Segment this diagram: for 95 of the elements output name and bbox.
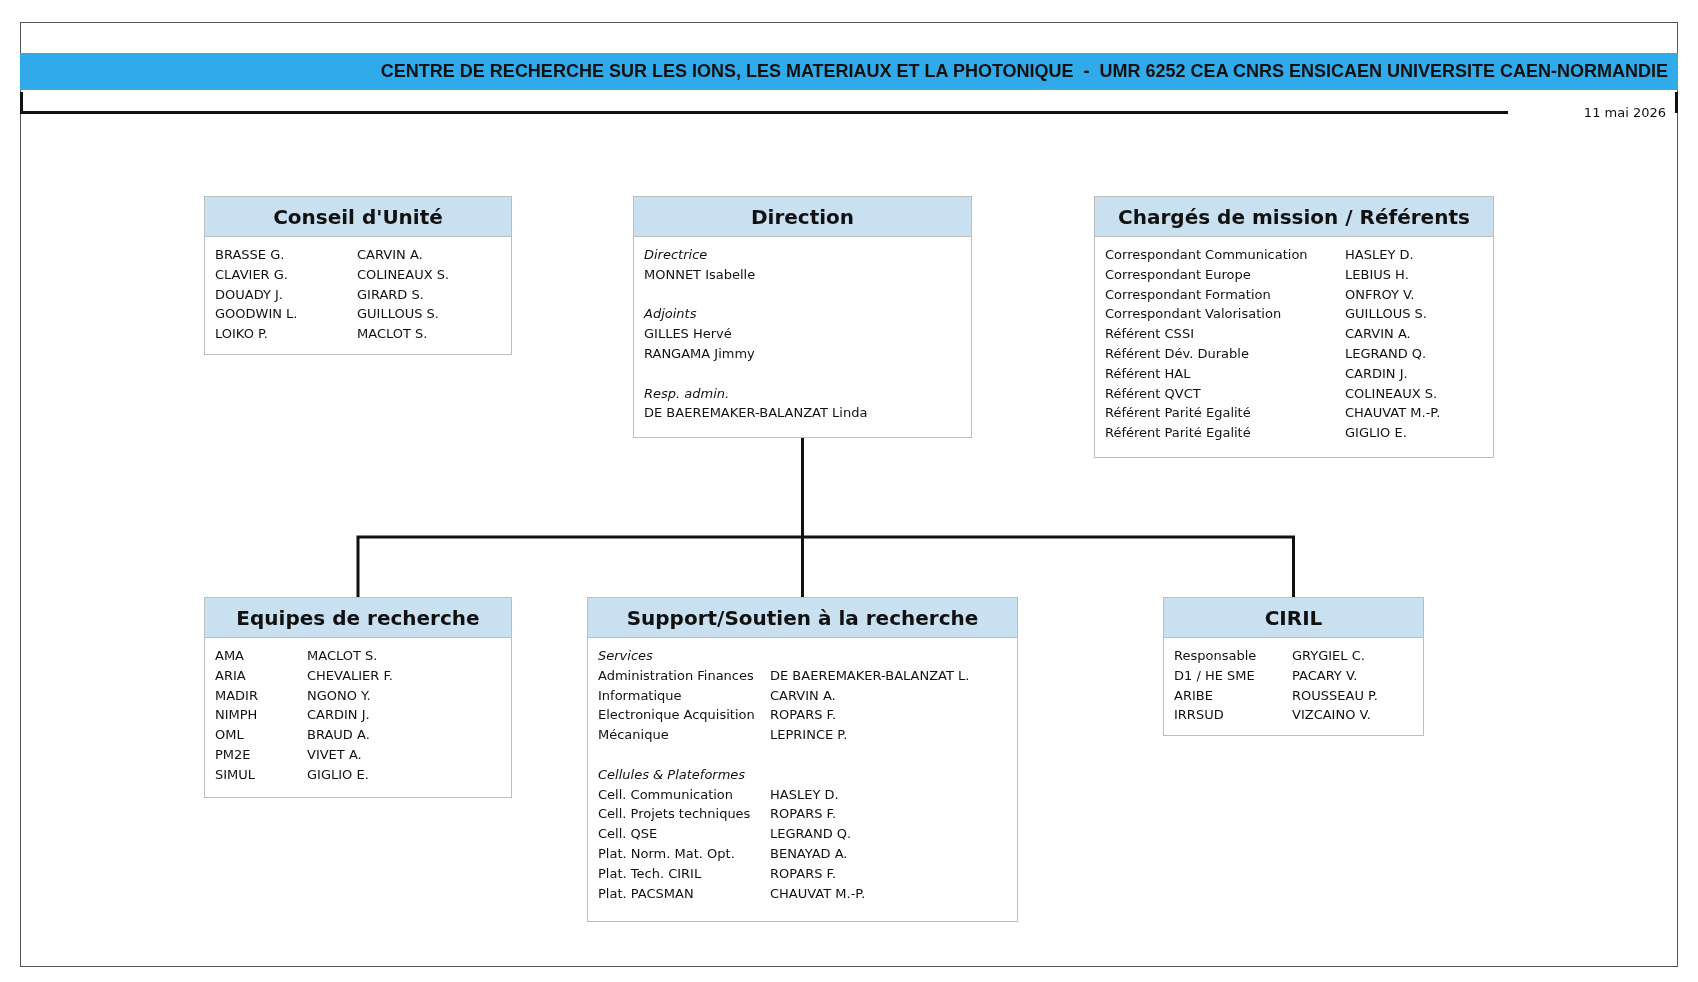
heading: Conseil d'Unité bbox=[273, 204, 443, 229]
person-name: CHAUVAT M.-P. bbox=[1345, 404, 1442, 423]
team-name: AMA bbox=[215, 647, 245, 665]
person-name: DE BAEREMAKER-BALANZAT Linda bbox=[644, 404, 869, 423]
team-name: PM2E bbox=[215, 746, 252, 764]
role-label: Référent Dév. Durable bbox=[1105, 345, 1250, 363]
service-name: Informatique bbox=[598, 686, 683, 705]
section-heading: Adjoints bbox=[644, 305, 698, 324]
person-name: ROUSSEAU P. bbox=[1292, 686, 1379, 705]
team-name: MADIR bbox=[215, 686, 259, 705]
person-name: HASLEY D. bbox=[1345, 246, 1415, 264]
role-label: Référent HAL bbox=[1105, 364, 1192, 383]
person-name: GRYGIEL C. bbox=[1292, 647, 1366, 665]
member-name: GOODWIN L. bbox=[215, 305, 299, 324]
heading: Chargés de mission / Référents bbox=[1118, 204, 1470, 229]
person-name: LEPRINCE P. bbox=[770, 726, 849, 745]
member-name: GUILLOUS S. bbox=[357, 305, 440, 324]
member-name: LOIKO P. bbox=[215, 325, 269, 344]
service-name: Plat. Tech. CIRIL bbox=[598, 864, 703, 883]
person-name: GUILLOUS S. bbox=[1345, 305, 1428, 324]
person-name: HASLEY D. bbox=[770, 785, 840, 804]
service-name: Plat. Norm. Mat. Opt. bbox=[598, 844, 736, 863]
person-name: BRAUD A. bbox=[307, 726, 371, 745]
person-name: GILLES Hervé bbox=[644, 325, 733, 344]
person-name: NGONO Y. bbox=[307, 686, 372, 705]
member-name: CARVIN A. bbox=[357, 246, 424, 264]
team-name: NIMPH bbox=[215, 706, 259, 725]
person-name: ROPARS F. bbox=[770, 864, 838, 883]
person-name: CARVIN A. bbox=[1345, 325, 1412, 344]
team-name: OML bbox=[215, 726, 245, 745]
team-name: Responsable bbox=[1174, 647, 1258, 665]
person-name: ONFROY V. bbox=[1345, 285, 1416, 304]
role-label: Correspondant Communication bbox=[1105, 246, 1309, 264]
person-name: MONNET Isabelle bbox=[644, 265, 757, 284]
org-box bbox=[1094, 196, 1494, 458]
heading: Support/Soutien à la recherche bbox=[626, 605, 979, 630]
service-name: Mécanique bbox=[598, 726, 670, 745]
role-label: Correspondant Valorisation bbox=[1105, 305, 1283, 324]
member-name: GIRARD S. bbox=[357, 285, 425, 304]
person-name: CHAUVAT M.-P. bbox=[770, 884, 867, 903]
member-name: CLAVIER G. bbox=[215, 265, 289, 284]
heading: Direction bbox=[750, 204, 855, 229]
service-name: Cell. Projets techniques bbox=[598, 805, 752, 824]
title: CENTRE DE RECHERCHE SUR LES IONS, LES MATERIAUX ET LA PHOTONIQUE - UMR 6252 CEA CNRS ENSICAEN UNIVERSITE CAEN-NORMANDIE bbox=[380, 61, 1668, 82]
person-name: MACLOT S. bbox=[307, 647, 379, 665]
member-name: DOUADY J. bbox=[215, 285, 284, 304]
service-name: Cell. QSE bbox=[598, 825, 659, 844]
heading: CIRIL bbox=[1264, 605, 1323, 630]
person-name: RANGAMA Jimmy bbox=[644, 345, 756, 363]
person-name: PACARY V. bbox=[1292, 666, 1359, 685]
person-name: LEBIUS H. bbox=[1345, 265, 1410, 284]
section-heading: Resp. admin. bbox=[644, 384, 731, 403]
role-label: Référent Parité Egalité bbox=[1105, 404, 1252, 423]
person-name: VIVET A. bbox=[307, 746, 363, 764]
person-name: GIGLIO E. bbox=[307, 765, 370, 784]
person-name: CARDIN J. bbox=[307, 706, 371, 725]
person-name: GIGLIO E. bbox=[1345, 424, 1408, 443]
heading: Equipes de recherche bbox=[236, 605, 480, 630]
member-name: COLINEAUX S. bbox=[357, 265, 451, 284]
role-label: Correspondant Europe bbox=[1105, 265, 1252, 284]
team-name: SIMUL bbox=[215, 765, 257, 784]
person-name: ROPARS F. bbox=[770, 805, 838, 824]
member-name: MACLOT S. bbox=[357, 325, 429, 344]
service-name: Plat. PACSMAN bbox=[598, 884, 695, 903]
date-label: 11 mai 2026 bbox=[1583, 105, 1666, 120]
team-name: IRRSUD bbox=[1174, 706, 1225, 725]
person-name: BENAYAD A. bbox=[770, 844, 849, 863]
person-name: CARVIN A. bbox=[770, 686, 837, 705]
team-name: D1 / HE SME bbox=[1174, 666, 1256, 685]
person-name: ROPARS F. bbox=[770, 706, 838, 725]
person-name: VIZCAINO V. bbox=[1292, 706, 1372, 725]
team-name: ARIA bbox=[215, 666, 247, 685]
role-label: Référent QVCT bbox=[1105, 384, 1202, 403]
service-name: Electronique Acquisition bbox=[598, 706, 756, 725]
member-name: BRASSE G. bbox=[215, 246, 286, 264]
team-name: ARIBE bbox=[1174, 686, 1214, 705]
person-name: COLINEAUX S. bbox=[1345, 384, 1439, 403]
service-name: Cell. Communication bbox=[598, 785, 735, 804]
person-name: LEGRAND Q. bbox=[770, 825, 853, 844]
org-box bbox=[587, 597, 1018, 922]
person-name: CHEVALIER F. bbox=[307, 666, 394, 685]
section-heading: Cellules & Plateformes bbox=[598, 765, 747, 784]
section-heading: Services bbox=[598, 647, 654, 665]
person-name: CARDIN J. bbox=[1345, 364, 1409, 383]
role-label: Référent Parité Egalité bbox=[1105, 424, 1252, 443]
section-heading: Directrice bbox=[644, 246, 709, 264]
person-name: DE BAEREMAKER-BALANZAT L. bbox=[770, 666, 971, 685]
org-box bbox=[1163, 597, 1424, 737]
org-box bbox=[204, 597, 512, 798]
org-box bbox=[633, 196, 972, 438]
role-label: Correspondant Formation bbox=[1105, 285, 1272, 304]
person-name: LEGRAND Q. bbox=[1345, 345, 1428, 363]
service-name: Administration Finances bbox=[598, 666, 755, 685]
role-label: Référent CSSI bbox=[1105, 325, 1195, 344]
org-box bbox=[204, 196, 512, 355]
